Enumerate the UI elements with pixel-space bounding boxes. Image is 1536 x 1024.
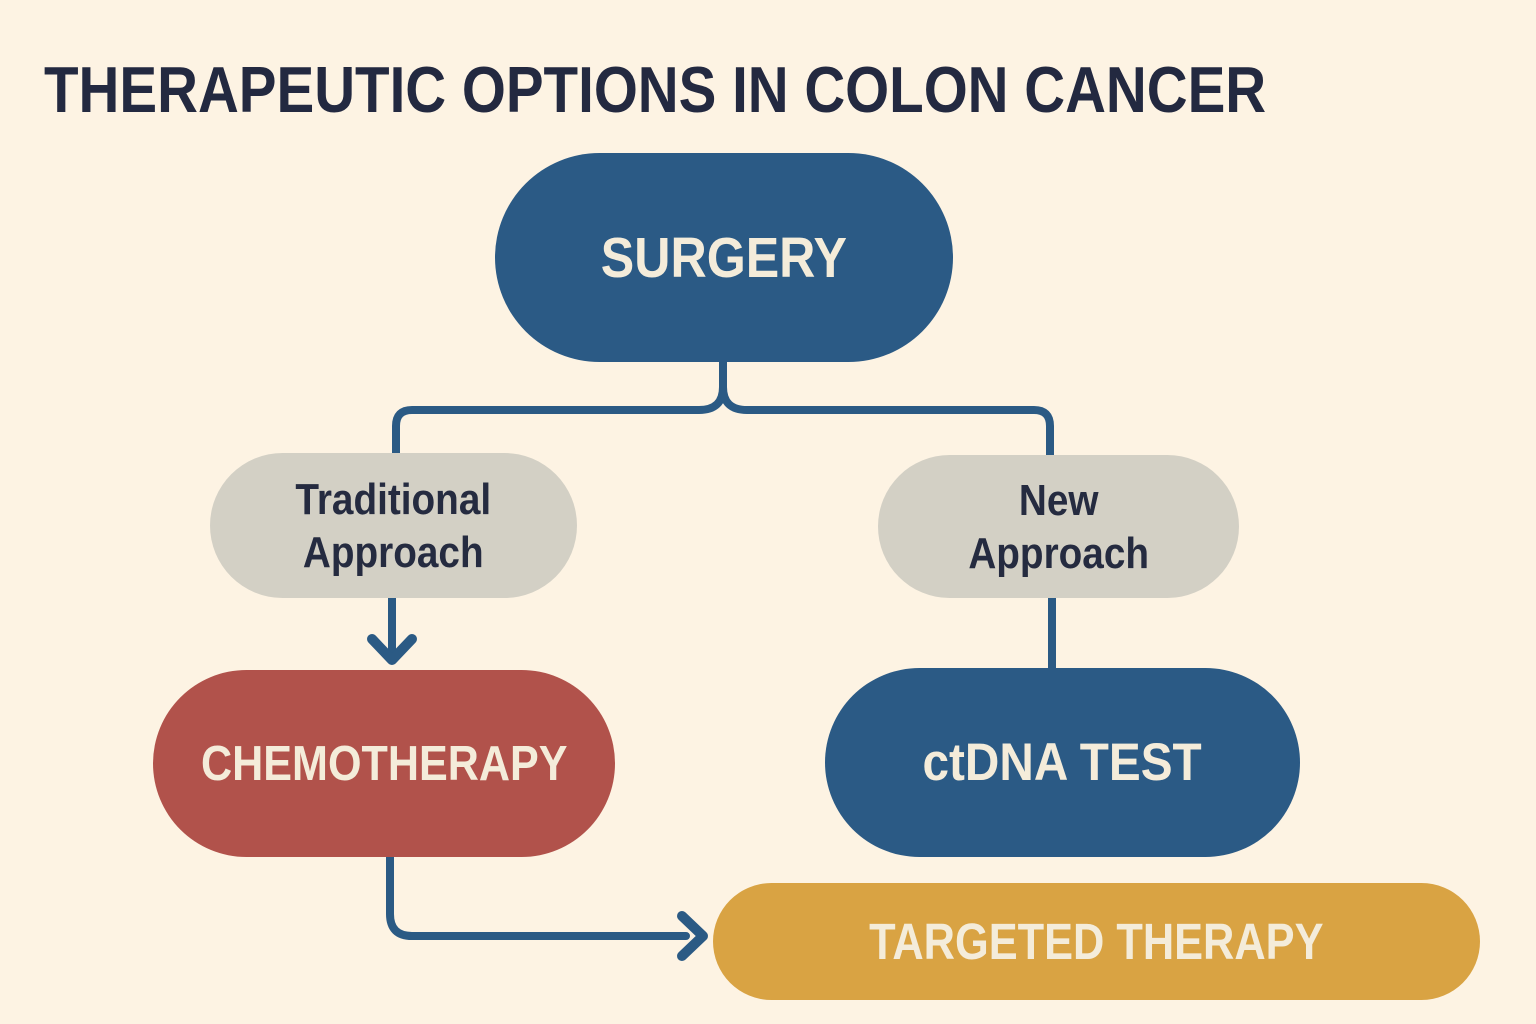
node-new-approach: New Approach bbox=[878, 455, 1239, 598]
node-targeted-therapy-label: TARGETED THERAPY bbox=[869, 913, 1324, 970]
edge-traditional-to-chemo-arrowhead-icon bbox=[367, 634, 417, 665]
node-surgery-label: SURGERY bbox=[600, 225, 848, 290]
node-traditional-approach-label: Traditional Approach bbox=[296, 473, 492, 579]
node-targeted-therapy: TARGETED THERAPY bbox=[713, 883, 1480, 1000]
node-ctdna-test: ctDNA TEST bbox=[825, 668, 1300, 857]
page-title: THERAPEUTIC OPTIONS IN COLON CANCER bbox=[44, 53, 1267, 126]
traditional-line2: Approach bbox=[303, 527, 484, 577]
edge-surgery-to-traditional bbox=[392, 356, 727, 460]
node-new-approach-label: New Approach bbox=[968, 474, 1149, 580]
edge-chemo-to-targeted-arrowhead-icon bbox=[677, 911, 708, 961]
node-chemotherapy-label: CHEMOTHERAPY bbox=[200, 736, 568, 791]
new-line1: New bbox=[1018, 475, 1099, 525]
traditional-line1: Traditional bbox=[295, 474, 492, 524]
new-line2: Approach bbox=[968, 528, 1149, 578]
node-chemotherapy: CHEMOTHERAPY bbox=[153, 670, 615, 857]
node-ctdna-test-label: ctDNA TEST bbox=[922, 733, 1203, 792]
edge-chemo-to-targeted bbox=[386, 852, 690, 940]
node-traditional-approach: Traditional Approach bbox=[210, 453, 577, 598]
node-surgery: SURGERY bbox=[495, 153, 953, 362]
edge-surgery-to-new bbox=[719, 356, 1054, 462]
